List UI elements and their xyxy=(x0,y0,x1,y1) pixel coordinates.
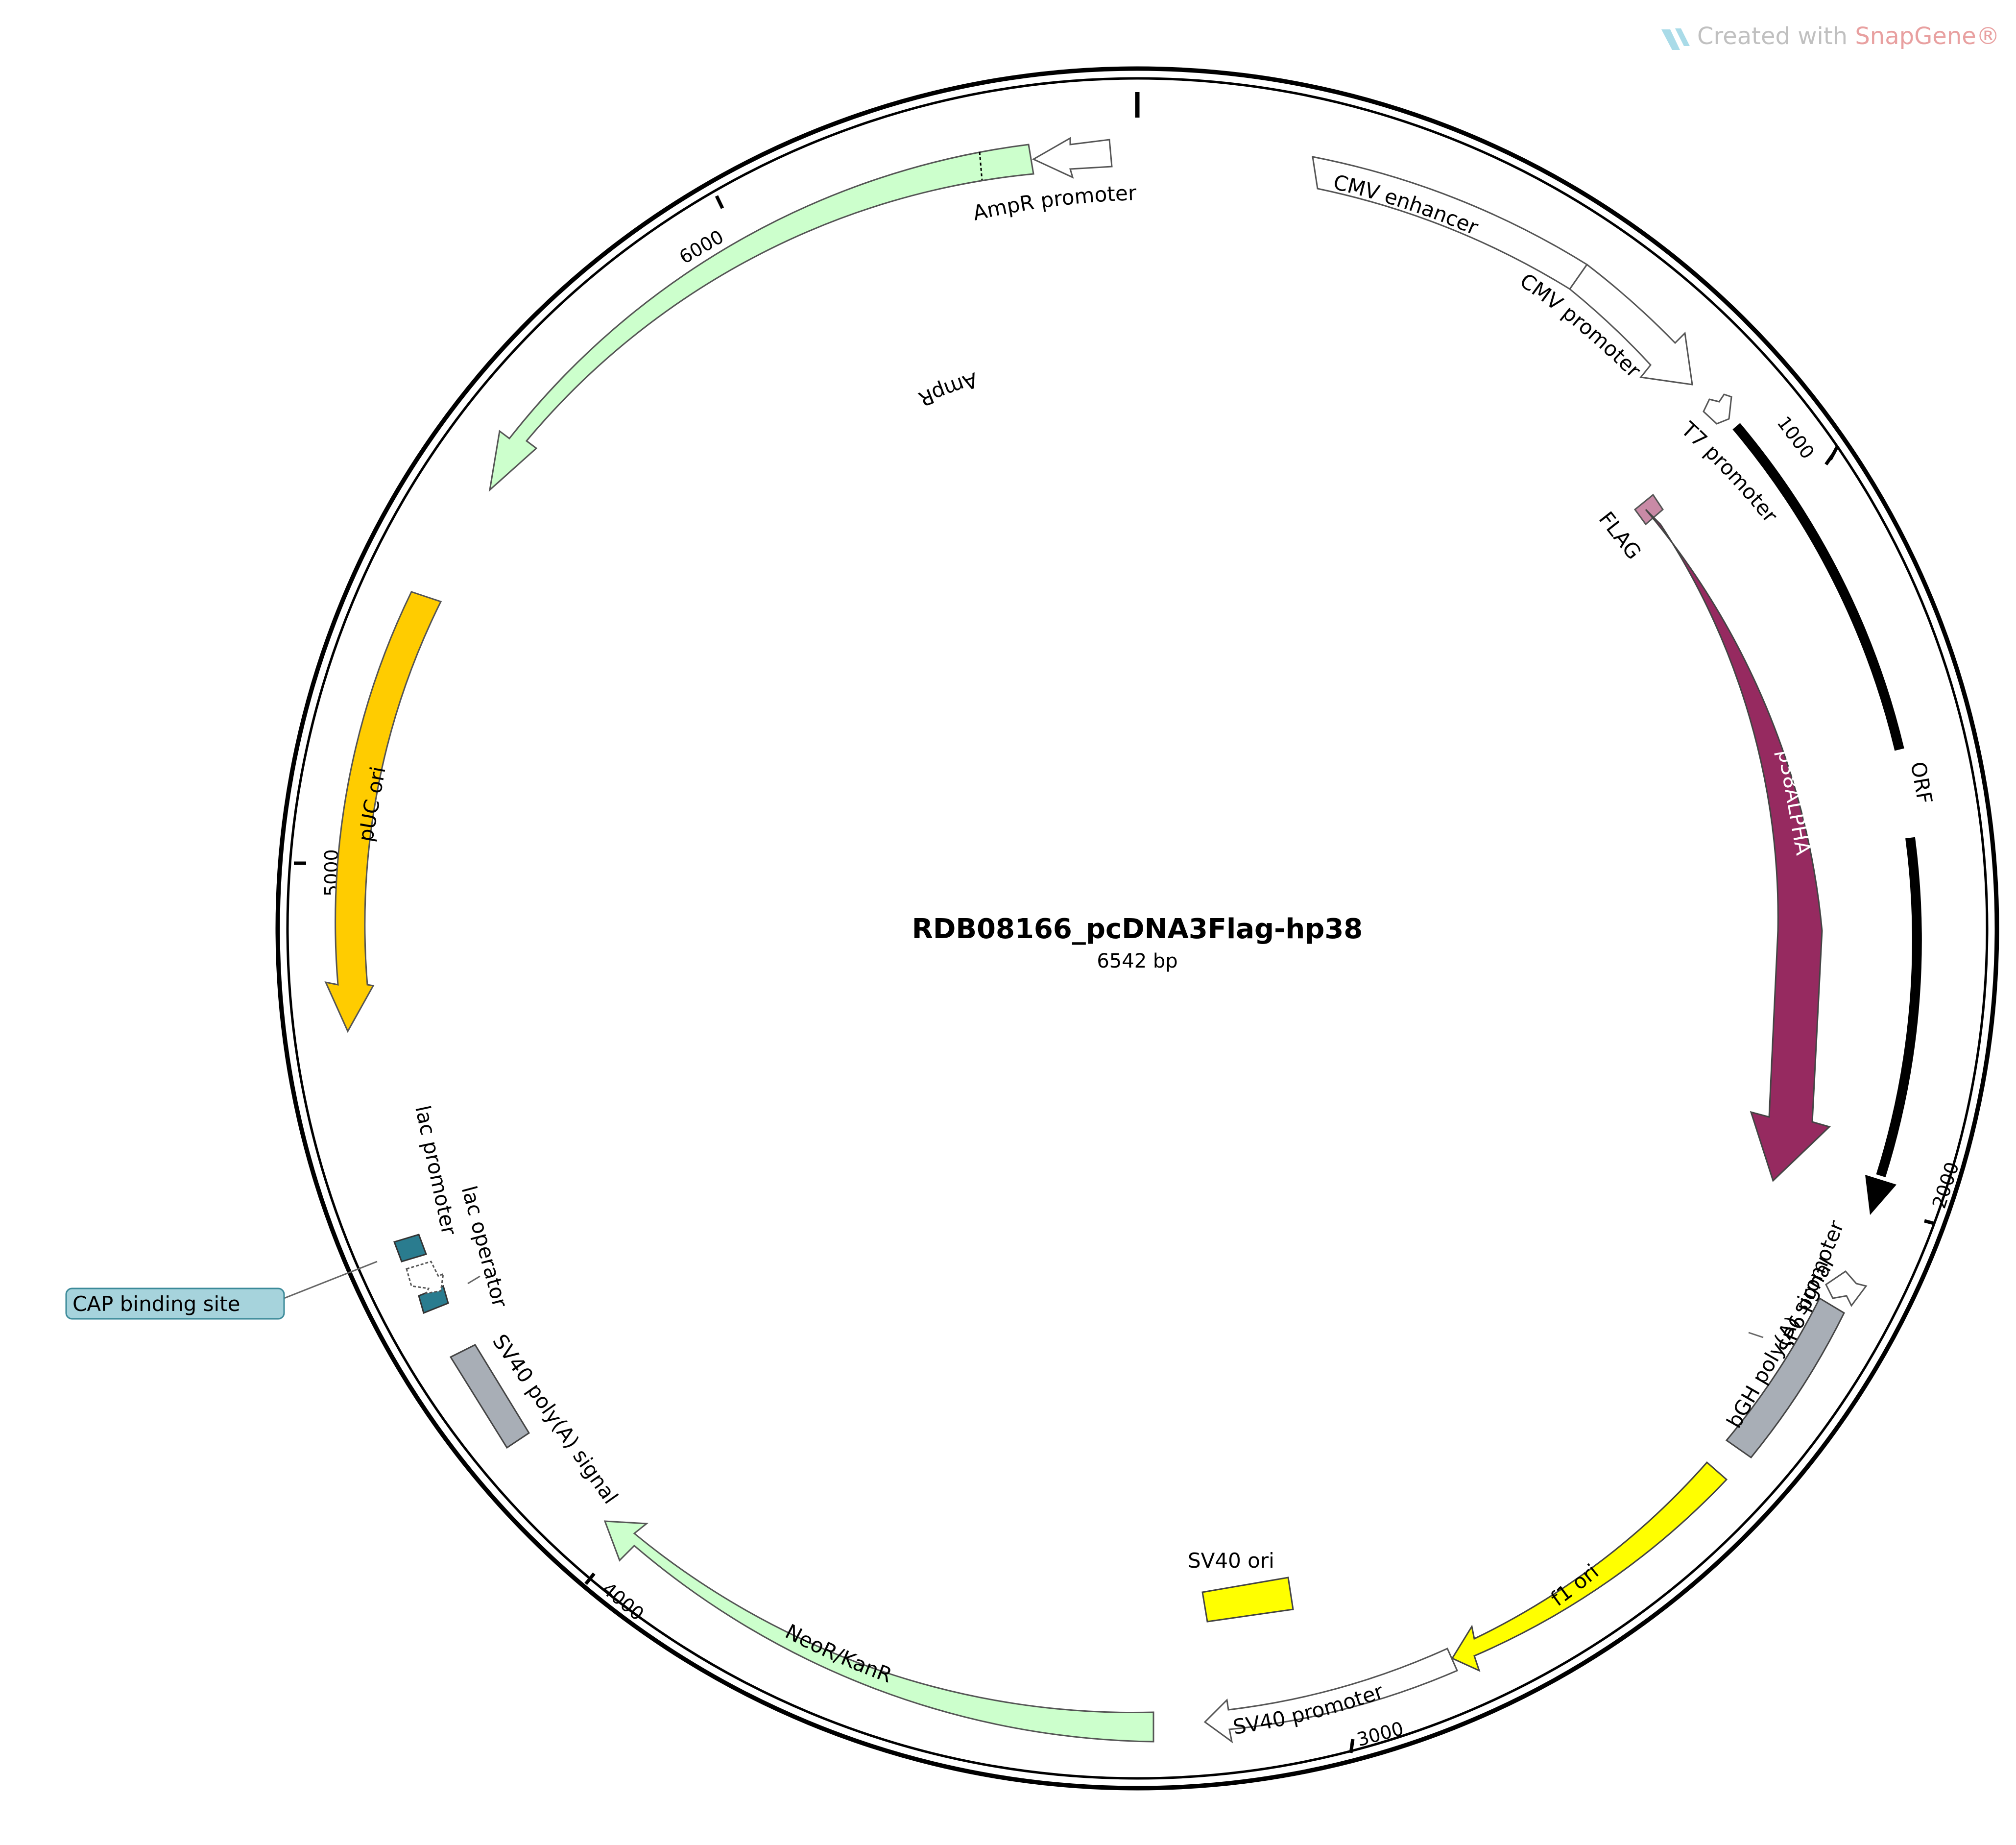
sv40-polya-block xyxy=(449,1344,530,1449)
puc-ori-arrow xyxy=(324,591,442,1033)
tick-mark-4000 xyxy=(584,1572,596,1585)
ampr-promoter-arrow xyxy=(1032,137,1113,179)
plasmid-title: RDB08166_pcDNA3Flag-hp38 6542 bp xyxy=(912,913,1363,972)
orf-arrowhead xyxy=(1865,1175,1896,1215)
plasmid-length: 6542 bp xyxy=(1097,950,1177,972)
t7-promoter-arrow xyxy=(1703,393,1732,425)
f1-ori-arrow xyxy=(1451,1461,1728,1672)
orf-arc-lower xyxy=(1876,837,1922,1177)
feature-lac-promoter[interactable]: lac promoter xyxy=(406,1103,461,1294)
feature-cmv-promoter[interactable]: CMV promoter xyxy=(1515,263,1693,386)
feature-cap-binding-site[interactable]: CAP binding site xyxy=(65,1261,378,1320)
ampr-arrow xyxy=(488,144,1034,492)
flag-arrow xyxy=(1633,493,1664,526)
svg-text:Created with SnapGene®: Created with SnapGene® xyxy=(1697,23,2000,50)
tick-label-1000: 1000 xyxy=(1773,412,1819,463)
tick-mark-1000-b xyxy=(1828,445,1840,461)
orf-label: ORF xyxy=(1906,760,1937,806)
plasmid-name: RDB08166_pcDNA3Flag-hp38 xyxy=(912,913,1363,945)
lac-operator-leader xyxy=(467,1275,480,1285)
feature-flag[interactable]: FLAG xyxy=(1594,493,1664,564)
feature-ampr[interactable]: AmpR xyxy=(488,144,1034,492)
cap-binding-site-leader xyxy=(284,1261,378,1299)
svg-text:AmpR: AmpR xyxy=(915,367,981,411)
bgh-polya-block xyxy=(1725,1297,1845,1459)
feature-cmv-enhancer[interactable]: CMV enhancer xyxy=(1312,156,1588,291)
watermark-brand: SnapGene® xyxy=(1855,23,1999,50)
tick-mark-6000 xyxy=(715,195,724,209)
ampr-promoter-overlap-marker xyxy=(979,151,983,181)
bgh-polya-leader xyxy=(1748,1332,1764,1338)
lac-operator-block-1 xyxy=(393,1234,427,1262)
flag-label: FLAG xyxy=(1594,507,1646,564)
feature-puc-ori[interactable]: pUC ori xyxy=(324,591,442,1033)
feature-neor-kanr[interactable]: NeoR/KanR xyxy=(603,1520,1154,1743)
lac-promoter-arrow xyxy=(406,1261,444,1294)
neor-kanr-arrow xyxy=(603,1520,1154,1743)
cap-binding-site-label: CAP binding site xyxy=(72,1292,240,1316)
feature-p38alpha[interactable]: p38ALPHA xyxy=(1645,509,1831,1182)
snapgene-logo-icon xyxy=(1661,28,1690,50)
ampr-label: AmpR xyxy=(915,367,981,411)
sv40-ori-block xyxy=(1201,1577,1294,1623)
orf-arc-upper xyxy=(1732,423,1904,751)
feature-f1-ori[interactable]: f1 ori xyxy=(1451,1461,1728,1672)
feature-sv40-ori[interactable]: SV40 ori xyxy=(1188,1549,1294,1623)
backbone-outer-ring xyxy=(275,66,1999,1791)
sp6-promoter-arrow xyxy=(1825,1270,1868,1307)
sv40-ori-label: SV40 ori xyxy=(1188,1549,1274,1573)
snapgene-watermark: Created with SnapGene® xyxy=(1661,23,2000,50)
ampr-promoter-label: AmpR promoter xyxy=(971,181,1137,225)
tick-mark-3000 xyxy=(1349,1739,1355,1753)
backbone-inner-ring xyxy=(286,77,1989,1780)
cmv-promoter-arrow xyxy=(1568,263,1693,386)
svg-text:AmpR promoter: AmpR promoter xyxy=(971,181,1137,225)
lac-promoter-label: lac promoter xyxy=(410,1103,461,1238)
feature-sv40-promoter[interactable]: SV40 promoter xyxy=(1203,1648,1458,1744)
lac-operator-label: lac operator xyxy=(457,1183,512,1310)
tick-mark-2000 xyxy=(1924,1219,1934,1225)
p38alpha-arrow xyxy=(1645,509,1831,1182)
backbone xyxy=(275,66,1999,1791)
tick-marks: 1000 2000 3000 4000 5000 6000 xyxy=(294,195,1963,1753)
feature-orf[interactable]: ORF xyxy=(1732,423,1937,1215)
watermark-prefix: Created with xyxy=(1697,23,1855,50)
sv40-promoter-arrow xyxy=(1203,1648,1458,1744)
cap-binding-site-box xyxy=(65,1287,285,1320)
